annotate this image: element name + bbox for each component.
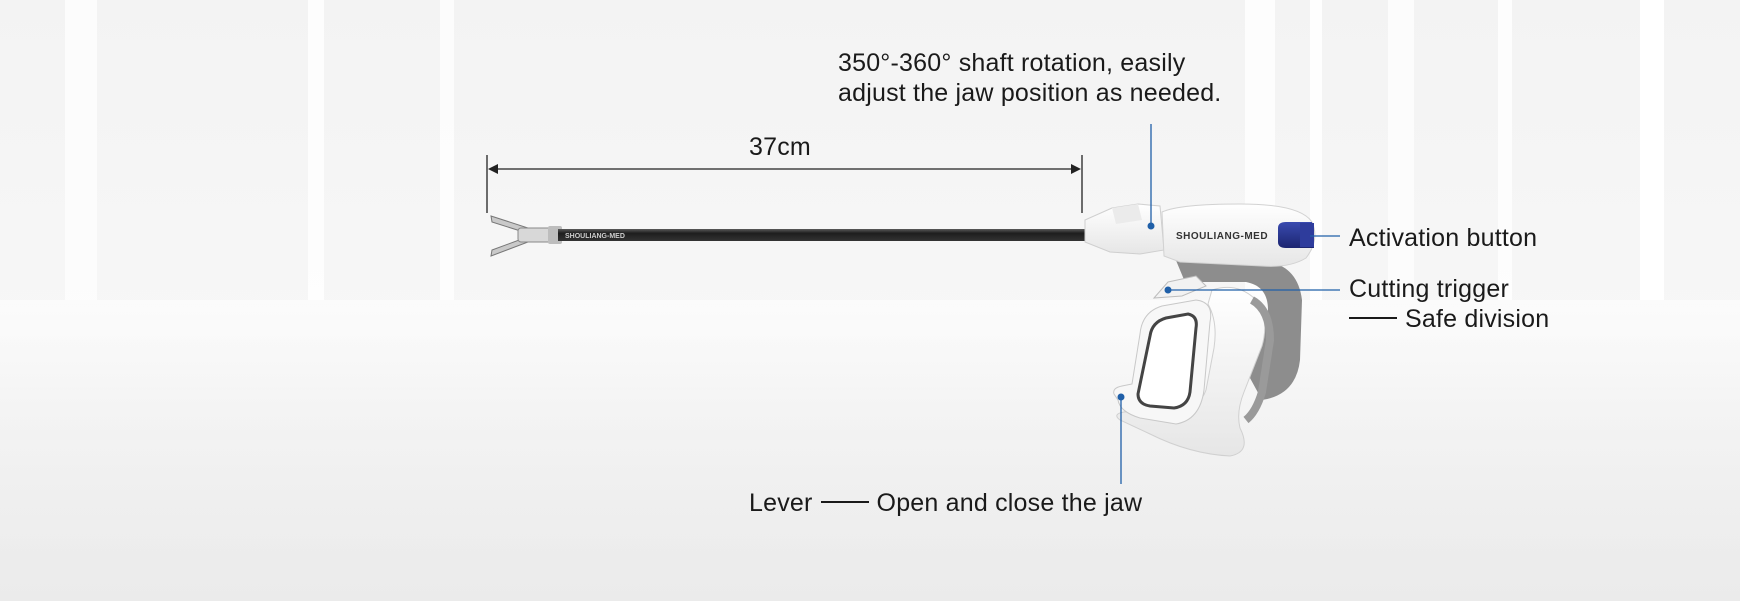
bg-column [65, 0, 97, 300]
safe-division-label: Safe division [1349, 304, 1549, 334]
shaft [558, 229, 1088, 241]
safe-division-text: Safe division [1405, 305, 1550, 333]
lever-annotation: Lever Open and close the jaw [749, 488, 1142, 518]
cutting-trigger[interactable] [1152, 275, 1207, 299]
lever-description: Open and close the jaw [876, 489, 1143, 517]
bg-column [1388, 0, 1414, 300]
length-label: 37cm [749, 133, 811, 161]
handle-brand-text: SHOULIANG-MED [1176, 231, 1268, 242]
floor [0, 300, 1740, 601]
shaft-brand-text: SHOULIANG-MED [565, 233, 625, 240]
lever-label: Lever [749, 489, 813, 517]
length-dimension [486, 155, 1083, 213]
rotation-annotation-line1: 350°-360° shaft rotation, easily [838, 49, 1186, 77]
dash [1349, 317, 1397, 320]
bg-column [440, 0, 454, 300]
jaw [490, 215, 562, 257]
dash [820, 501, 869, 504]
bg-column [1640, 0, 1664, 300]
leader-lines [1120, 124, 1340, 484]
rotation-knob[interactable] [1084, 203, 1165, 255]
cutting-trigger-label: Cutting trigger [1349, 275, 1510, 303]
rotation-annotation-line2: adjust the jaw position as needed. [838, 79, 1222, 107]
activation-button-label: Activation button [1349, 224, 1538, 252]
bg-column [308, 0, 324, 300]
bg-column [1498, 0, 1512, 300]
lever[interactable] [1113, 299, 1212, 425]
activation-button[interactable] [1278, 222, 1314, 248]
